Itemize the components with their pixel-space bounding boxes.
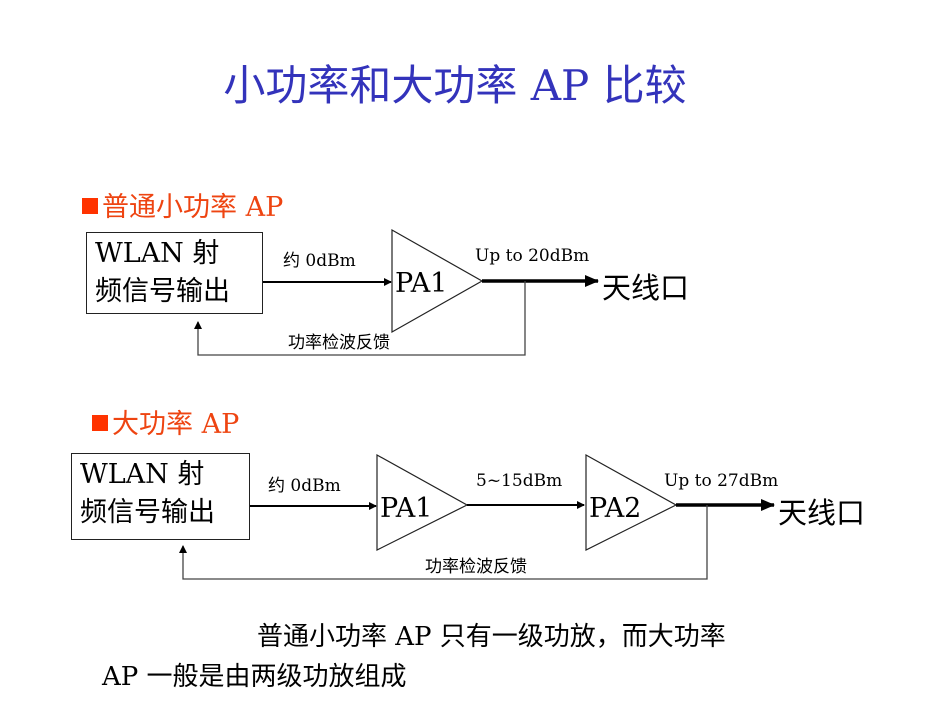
summary-line1: 普通小功率 AP 只有一级功放，而大功率: [257, 622, 726, 652]
output-power-label: Up to 27dBm: [664, 471, 779, 491]
page-title: 小功率和大功率 AP 比较: [223, 61, 687, 110]
bullet-square-icon: [92, 415, 108, 431]
feedback-label: 功率检波反馈: [288, 333, 390, 353]
bullet-square-icon: [82, 198, 98, 214]
section-heading-text: 普通小功率 AP: [102, 192, 284, 223]
pa1-label: PA1: [395, 268, 448, 299]
pa1-label: PA1: [380, 493, 433, 524]
intermediate-power-label: 5~15dBm: [476, 471, 563, 491]
pa2-label: PA2: [589, 493, 642, 524]
s2-feedback-line: [179, 505, 708, 580]
source-line2: 频信号输出: [80, 497, 215, 528]
feedback-label: 功率检波反馈: [425, 557, 527, 577]
s1-feedback-line: [194, 281, 526, 356]
source-box-high-power: WLAN 射 频信号输出: [71, 453, 250, 540]
s1-pa1-triangle: [391, 228, 484, 334]
source-line1: WLAN 射: [95, 238, 220, 269]
antenna-port-label: 天线口: [602, 271, 690, 305]
output-power-label: Up to 20dBm: [475, 246, 590, 266]
input-power-label: 约 0dBm: [283, 251, 356, 271]
section-heading-low-power: 普通小功率 AP: [82, 185, 283, 224]
source-line2: 频信号输出: [95, 276, 230, 307]
source-box-low-power: WLAN 射 频信号输出: [86, 232, 263, 314]
summary-line2: AP 一般是由两级功放组成: [102, 662, 407, 692]
antenna-port-label: 天线口: [778, 496, 866, 530]
source-line1: WLAN 射: [80, 459, 205, 490]
s2-pa2-triangle: [585, 453, 678, 551]
s2-pa1-triangle: [376, 453, 469, 551]
input-power-label: 约 0dBm: [268, 476, 341, 496]
summary-text: 普通小功率 AP 只有一级功放，而大功率 AP 一般是由两级功放组成: [102, 617, 726, 697]
section-heading-high-power: 大功率 AP: [92, 402, 239, 441]
section-heading-text: 大功率 AP: [112, 409, 240, 440]
